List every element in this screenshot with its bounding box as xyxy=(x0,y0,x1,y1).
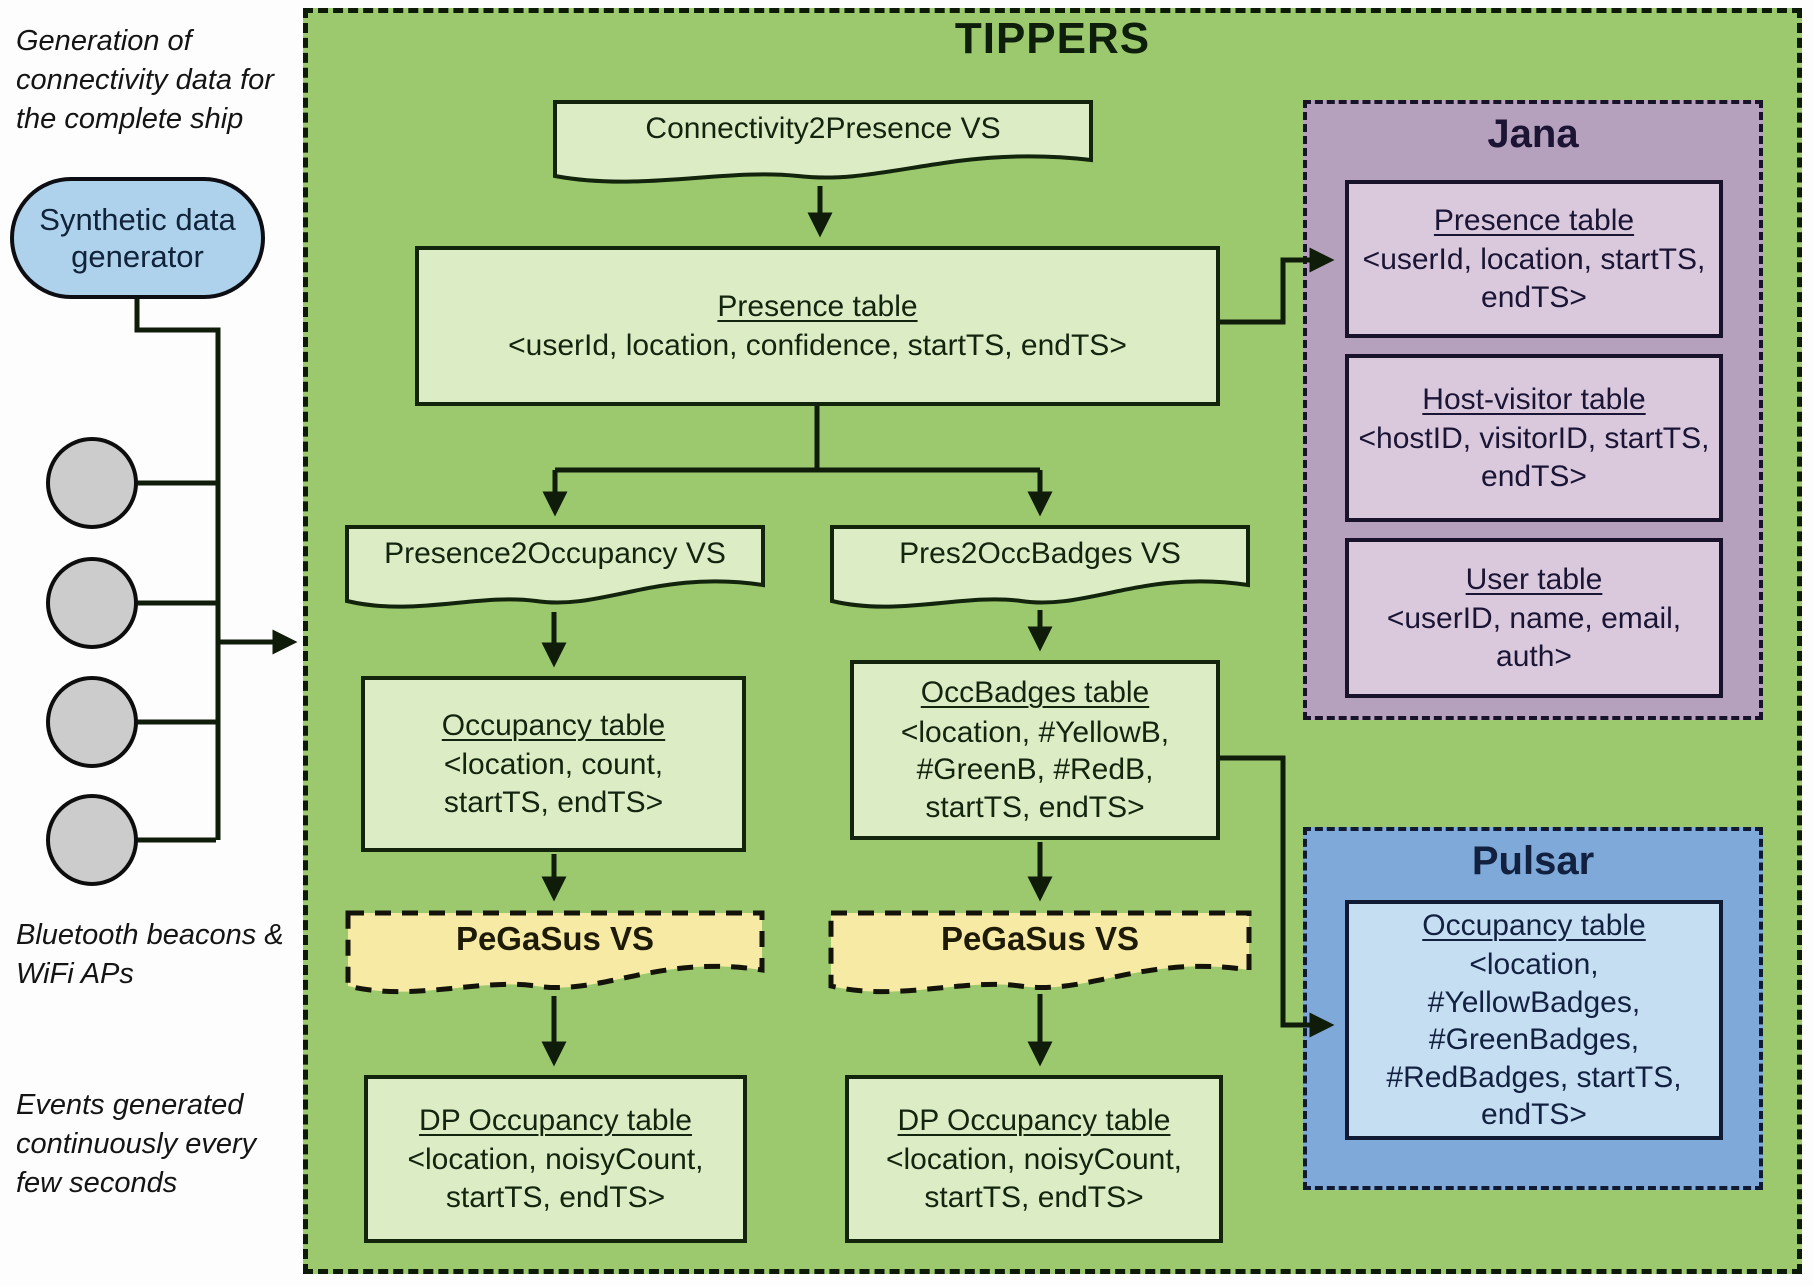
table-attrs: <hostID, visitorID, startTS, endTS> xyxy=(1358,422,1710,493)
tippers-title: TIPPERS xyxy=(954,14,1151,63)
generator-label: Synthetic data generator xyxy=(39,201,236,274)
pulsar-occupancy-table-box: Occupancy table <location, #YellowBadges… xyxy=(1345,900,1723,1140)
flag-label: Presence2Occupancy VS xyxy=(384,537,726,570)
caption-events: Events generated continuously every few … xyxy=(16,1089,257,1200)
table-title: Occupancy table xyxy=(441,708,666,742)
table-title: User table xyxy=(1465,562,1603,596)
table-title: OccBadges table xyxy=(920,676,1150,709)
generator-trunk-line xyxy=(134,298,221,840)
flag-presence2occupancy: Presence2Occupancy VS xyxy=(345,525,765,620)
table-attrs: <userID, name, email, auth> xyxy=(1386,602,1682,673)
flag-label: Pres2OccBadges VS xyxy=(899,537,1181,570)
beacon-circle-4 xyxy=(46,794,138,886)
table-attrs: <location, #YellowBadges, #GreenBadges, … xyxy=(1386,948,1682,1131)
table-title: Host-visitor table xyxy=(1422,382,1646,416)
pulsar-title: Pulsar xyxy=(1471,839,1595,883)
jana-host-visitor-table-box: Host-visitor table <hostID, visitorID, s… xyxy=(1345,354,1723,522)
table-title: Occupancy table xyxy=(1422,908,1646,942)
jana-title: Jana xyxy=(1487,112,1579,156)
flag-label: Connectivity2Presence VS xyxy=(645,112,1001,145)
dp-occupancy-table-left: DP Occupancy table <location, noisyCount… xyxy=(364,1075,747,1243)
table-attrs: <location, count, startTS, endTS> xyxy=(443,748,664,819)
beacon-circle-2 xyxy=(46,557,138,649)
table-attrs: <location, noisyCount, startTS, endTS> xyxy=(407,1143,704,1214)
table-attrs: <userId, location, startTS, endTS> xyxy=(1362,243,1706,314)
arrow-presence-to-jana xyxy=(1220,247,1335,325)
table-attrs: <location, noisyCount, startTS, endTS> xyxy=(885,1143,1182,1214)
occupancy-table-box: Occupancy table <location, count, startT… xyxy=(361,676,746,852)
flag-pres2occbadges: Pres2OccBadges VS xyxy=(830,525,1250,620)
pegasus-flag-left: PeGaSus VS xyxy=(345,910,765,1005)
flag-label: PeGaSus VS xyxy=(455,920,655,957)
flag-connectivity2presence: Connectivity2Presence VS xyxy=(553,100,1093,195)
arrow-occbadges-to-pulsar xyxy=(1220,755,1335,1038)
beacon-circle-3 xyxy=(46,676,138,768)
beacon-circle-1 xyxy=(46,437,138,529)
synthetic-data-generator-pill: Synthetic data generator xyxy=(10,177,265,299)
pegasus-flag-right: PeGaSus VS xyxy=(828,910,1252,1005)
jana-presence-table-box: Presence table <userId, location, startT… xyxy=(1345,180,1723,338)
table-title: DP Occupancy table xyxy=(897,1103,1171,1137)
table-attrs: <userId, location, confidence, startTS, … xyxy=(508,329,1127,362)
dp-occupancy-table-right: DP Occupancy table <location, noisyCount… xyxy=(845,1075,1223,1243)
table-attrs: <location, #YellowB, #GreenB, #RedB, sta… xyxy=(900,715,1170,824)
caption-beacons: Bluetooth beacons & WiFi APs xyxy=(16,919,284,991)
table-title: Presence table xyxy=(717,289,918,323)
jana-user-table-box: User table <userID, name, email, auth> xyxy=(1345,538,1723,698)
presence-table-box: Presence table <userId, location, confid… xyxy=(415,246,1220,406)
occbadges-table-box: OccBadges table <location, #YellowB, #Gr… xyxy=(850,660,1220,840)
flag-label: PeGaSus VS xyxy=(940,920,1140,957)
caption-generation: Generation of connectivity data for the … xyxy=(16,25,274,136)
table-title: DP Occupancy table xyxy=(419,1103,692,1137)
table-title: Presence table xyxy=(1433,203,1635,237)
